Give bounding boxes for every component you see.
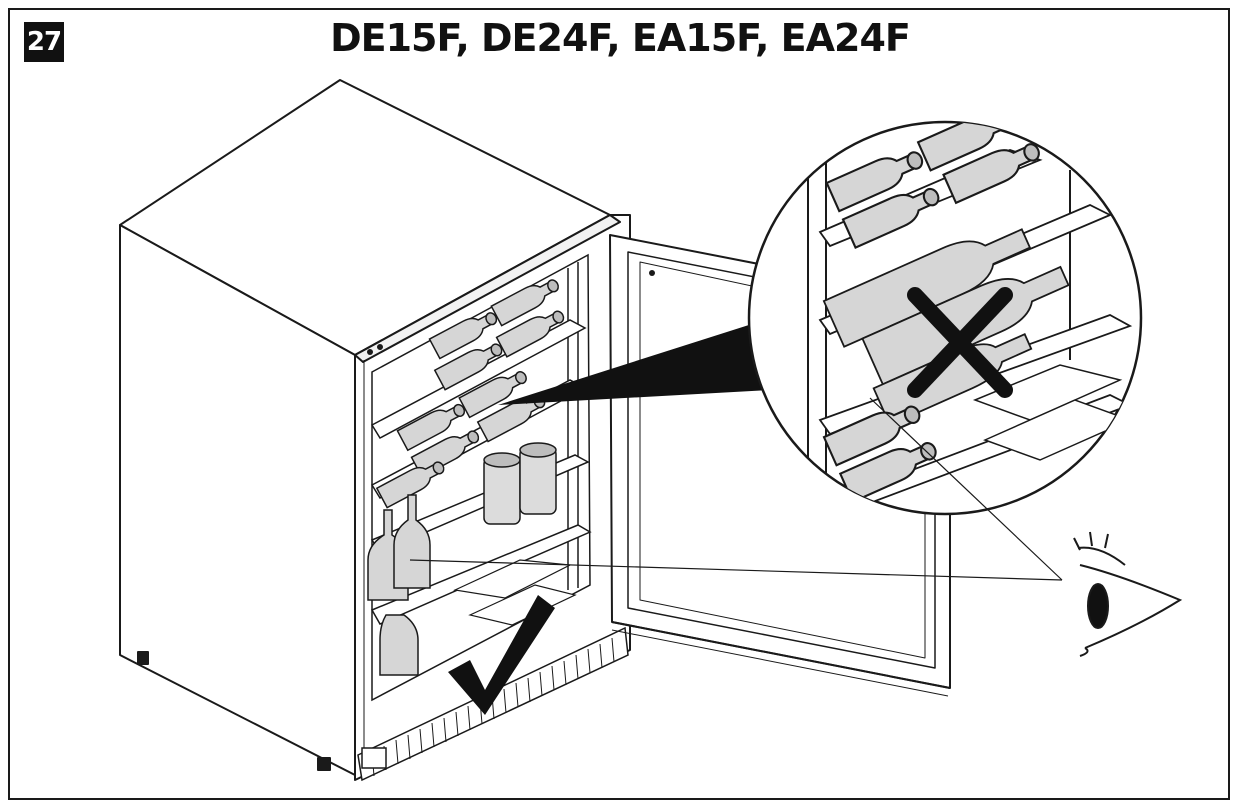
checkmark-icon — [448, 595, 555, 715]
cans — [483, 442, 557, 525]
figure-number: 27 — [24, 22, 64, 62]
control-dot — [367, 349, 373, 355]
sight-lines — [409, 397, 1063, 581]
upright-bottles — [367, 494, 431, 676]
control-dot — [377, 344, 383, 350]
model-title: DE15F, DE24F, EA15F, EA24F — [330, 16, 911, 60]
cross-icon — [907, 287, 1013, 398]
eye-icon — [1073, 531, 1183, 657]
zoom-cone — [498, 324, 770, 405]
